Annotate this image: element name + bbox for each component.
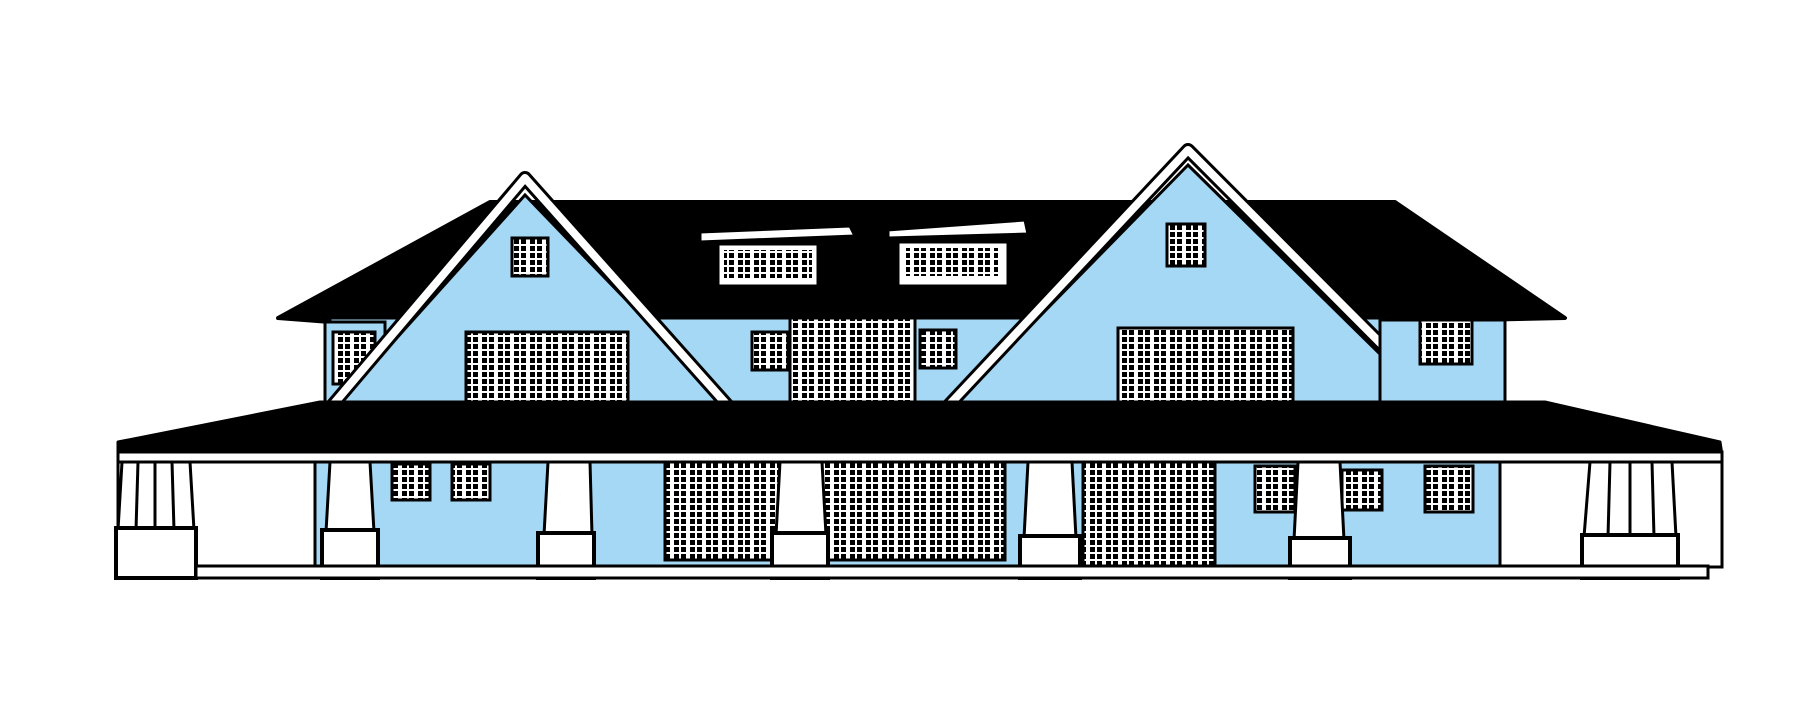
central-small-window-right — [918, 328, 958, 370]
left-gable — [314, 171, 751, 430]
ground-window-1 — [390, 462, 432, 502]
dormer-left — [698, 224, 858, 288]
right-wing-window — [1418, 318, 1474, 366]
porch-columns — [116, 460, 1678, 542]
right-gable — [929, 143, 1460, 425]
ground-window-6 — [1340, 468, 1384, 512]
dormer-right — [886, 218, 1030, 288]
ground-window-7 — [1423, 464, 1475, 514]
porch-floor — [194, 564, 1710, 580]
ground-window-2 — [450, 462, 492, 502]
ground-window-5 — [1253, 464, 1297, 514]
porch-roof — [116, 400, 1724, 457]
ground-window-3 — [663, 460, 1007, 562]
ground-window-4 — [1081, 460, 1217, 568]
central-window — [788, 316, 917, 406]
central-small-window-left — [750, 330, 790, 372]
